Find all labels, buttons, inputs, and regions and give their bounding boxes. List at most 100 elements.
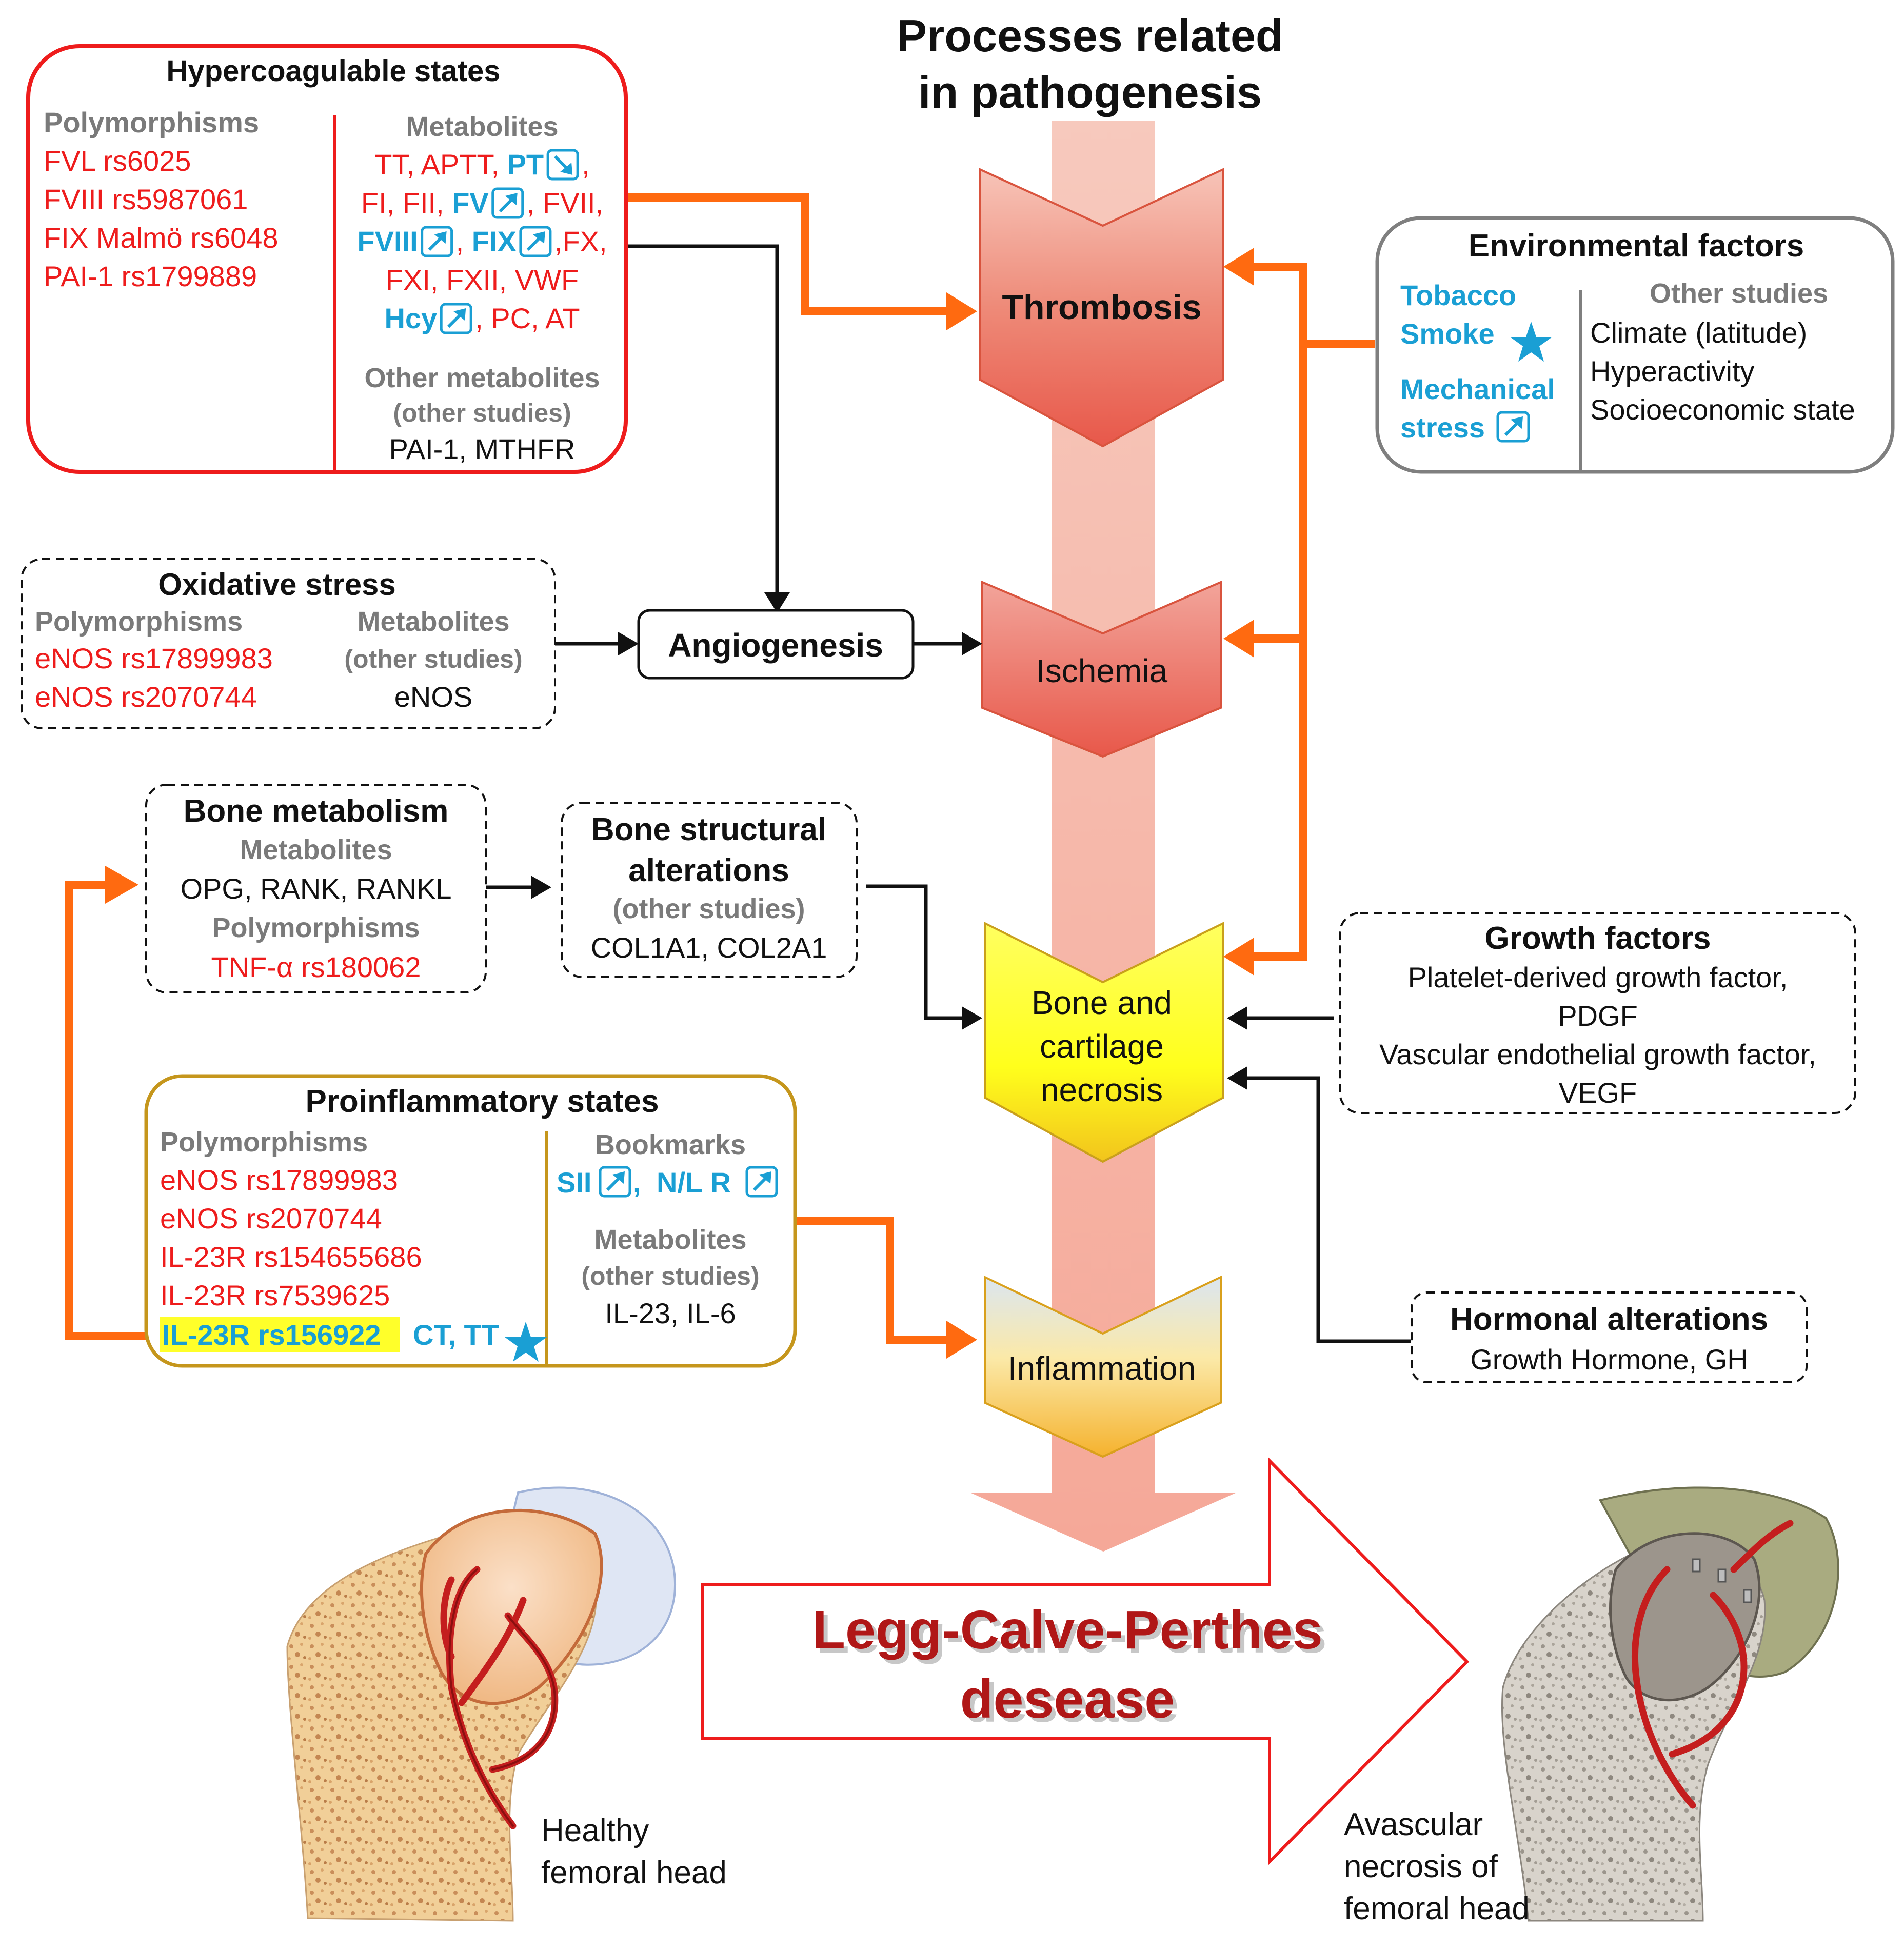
- il23r-highlight-marker: [160, 1317, 400, 1352]
- mechanical-stress-increase-icon: [1496, 411, 1530, 443]
- stage-necrosis-label-1: Bone and: [1032, 984, 1172, 1021]
- oxidative-stress-box: Oxidative stress Polymorphisms eNOS rs17…: [21, 558, 556, 729]
- hormonal-alterations-box: Hormonal alterations Growth Hormone, GH: [1411, 1291, 1808, 1383]
- proinflammatory-poly-2: eNOS rs2070744: [160, 1202, 382, 1235]
- proinflammatory-polymorphisms-label: Polymorphisms: [160, 1127, 368, 1158]
- increase-arrow-icon: [491, 187, 524, 219]
- hyper-metabolite-line-1: TT, APTT, PT,: [374, 148, 589, 181]
- bone-structural-items: COL1A1, COL2A1: [591, 931, 827, 964]
- oxidative-polymorphisms-label: Polymorphisms: [35, 606, 243, 637]
- hyper-metabolite-line-4: FXI, FXII, VWF: [386, 264, 579, 296]
- avascular-label-2: necrosis of: [1344, 1849, 1498, 1884]
- proinflammatory-highlight-genotype: CT, TT: [413, 1319, 499, 1351]
- disease-title-shadow-2: desease: [964, 1673, 1179, 1734]
- hyper-metabolite-text: , FVII,: [527, 187, 603, 219]
- hyper-poly-4: PAI-1 rs1799889: [44, 260, 257, 292]
- bone-metabolism-title: Bone metabolism: [184, 793, 449, 829]
- disease-title-shadow-1: Legg-Calve-Perthes: [816, 1604, 1327, 1664]
- growth-factors-title: Growth factors: [1485, 921, 1711, 956]
- increase-arrow-icon: [519, 226, 552, 257]
- growth-factors-3: Vascular endothelial growth factor,: [1379, 1038, 1816, 1070]
- proinflammatory-bookmarks-label: Bookmarks: [595, 1129, 746, 1160]
- proinflammatory-poly-4: IL-23R rs7539625: [160, 1279, 390, 1311]
- hyper-metabolite-text: , PC, AT: [475, 302, 580, 334]
- bookmark-comma: ,: [633, 1166, 641, 1199]
- stage-thrombosis: Thrombosis: [979, 167, 1224, 448]
- hormonal-title: Hormonal alterations: [1450, 1302, 1768, 1337]
- bone-metabolism-box: Bone metabolism Metabolites OPG, RANK, R…: [145, 784, 487, 993]
- hyper-metabolite-text: PT: [507, 148, 544, 181]
- black-arrowheads: [531, 592, 1247, 1090]
- proinflammatory-other-studies: (other studies): [581, 1262, 759, 1290]
- hyper-metabolite-text: TT, APTT,: [374, 148, 507, 181]
- orange-connectors: [65, 193, 1375, 1344]
- healthy-femoral-head-illustration: [286, 1486, 677, 1922]
- proinflammatory-title: Proinflammatory states: [305, 1084, 659, 1119]
- diagram-title-line2: in pathogenesis: [918, 67, 1262, 117]
- hyper-metabolite-text: FIX: [472, 225, 517, 257]
- stage-ischemia: Ischemia: [981, 580, 1222, 758]
- healthy-label-1: Healthy: [541, 1813, 649, 1848]
- growth-factors-1: Platelet-derived growth factor,: [1408, 961, 1788, 993]
- bone-structural-title-1: Bone structural: [591, 812, 826, 847]
- tobacco-star-icon: [1510, 322, 1552, 362]
- orange-arrowheads: [105, 248, 1254, 1359]
- disease-title-line2: desease: [960, 1669, 1175, 1729]
- genotype-star-icon: [505, 1322, 547, 1362]
- env-other-1: Climate (latitude): [1590, 316, 1807, 349]
- hypercoagulable-states-box: Hypercoagulable states Polymorphisms FVL…: [26, 44, 628, 474]
- bookmark-sii: SII: [557, 1166, 591, 1199]
- env-tobacco-line2: Smoke: [1400, 317, 1495, 350]
- environmental-factors-box: Environmental factors Tobacco Smoke Mech…: [1375, 216, 1895, 474]
- bookmark-nlr: N/L R: [657, 1166, 731, 1199]
- proinflammatory-metabolites: IL-23, IL-6: [605, 1297, 736, 1329]
- environmental-title: Environmental factors: [1469, 228, 1804, 264]
- growth-factors-box: Growth factors Platelet-derived growth f…: [1339, 912, 1856, 1114]
- stage-ischemia-label: Ischemia: [1036, 652, 1168, 689]
- angiogenesis-label: Angiogenesis: [668, 627, 883, 664]
- decrease-arrow-icon: [546, 149, 579, 181]
- stage-thrombosis-label: Thrombosis: [1002, 288, 1201, 327]
- env-tobacco-line1: Tobacco: [1400, 279, 1516, 311]
- hormonal-items: Growth Hormone, GH: [1470, 1343, 1748, 1376]
- oxidative-poly-1: eNOS rs17899983: [35, 642, 273, 674]
- hyper-polymorphisms-label: Polymorphisms: [44, 106, 259, 138]
- growth-factors-2: PDGF: [1558, 1000, 1638, 1032]
- hyper-other-metabolites-label: Other metabolites: [364, 363, 600, 393]
- disease-outline-arrow: [701, 1457, 1470, 1866]
- hyper-poly-3: FIX Malmö rs6048: [44, 222, 279, 254]
- diagram-title-line1: Processes related: [897, 10, 1283, 61]
- oxidative-metabolites-label: Metabolites: [357, 606, 509, 637]
- env-other-studies-label: Other studies: [1650, 278, 1828, 309]
- bone-metabolism-polymorphisms: TNF-α rs180062: [211, 951, 421, 983]
- bone-structural-title-2: alterations: [628, 853, 789, 888]
- stage-necrosis: Bone and cartilage necrosis: [984, 921, 1224, 1163]
- stage-inflammation: Inflammation: [984, 1275, 1222, 1458]
- increase-arrow-icon: [421, 226, 453, 257]
- hyper-metabolite-text: FVIII: [357, 225, 418, 257]
- avascular-necrosis-illustration: [1501, 1486, 1839, 1922]
- hyper-metabolite-text: FXI, FXII, VWF: [386, 264, 579, 296]
- env-other-3: Socioeconomic state: [1590, 393, 1855, 426]
- hypercoagulable-title: Hypercoagulable states: [166, 54, 500, 88]
- oxidative-poly-2: eNOS rs2070744: [35, 681, 257, 713]
- disease-title-line1: Legg-Calve-Perthes: [812, 1600, 1323, 1660]
- increase-arrow-icon: [440, 303, 472, 334]
- avascular-label-1: Avascular: [1344, 1807, 1483, 1842]
- hyper-other-studies-label: (other studies): [393, 399, 571, 427]
- hyper-metabolite-text: ,: [582, 148, 590, 181]
- bone-structural-box: Bone structural alterations (other studi…: [561, 802, 858, 978]
- healthy-label-2: femoral head: [541, 1855, 727, 1891]
- hyper-metabolite-text: FI, FII,: [361, 187, 452, 219]
- hyper-poly-2: FVIII rs5987061: [44, 183, 248, 215]
- env-mechanical-line2: stress: [1400, 411, 1485, 444]
- oxidative-other-studies-label: (other studies): [344, 645, 522, 673]
- hyper-metabolite-text: ,FX,: [554, 225, 607, 257]
- hyper-metabolite-text: FV: [452, 187, 489, 219]
- hyper-metabolite-lines: TT, APTT, PT, FI, FII, FV , FVII, FVIII, FI…: [357, 148, 607, 334]
- hyper-poly-1: FVL rs6025: [44, 145, 191, 177]
- hyper-metabolite-line-5: Hcy, PC, AT: [384, 302, 580, 334]
- proinflammatory-metabolites-label: Metabolites: [594, 1224, 746, 1255]
- hyper-metabolite-line-2: FI, FII, FV , FVII,: [361, 187, 603, 219]
